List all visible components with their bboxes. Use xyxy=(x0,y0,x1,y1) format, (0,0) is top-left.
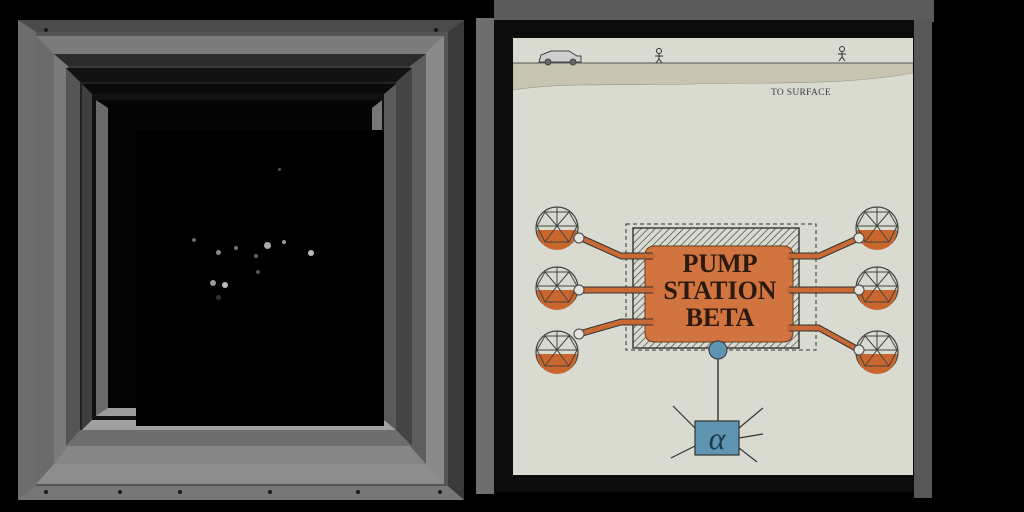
distant-light xyxy=(264,242,271,249)
distant-light xyxy=(210,280,216,286)
alpha-node-rays xyxy=(670,405,764,463)
tank-icon xyxy=(535,266,579,311)
connector-node xyxy=(708,340,728,360)
bolt xyxy=(434,28,438,32)
surface-label: TO SURFACE xyxy=(771,88,831,98)
distant-light xyxy=(278,168,281,171)
ground-layer xyxy=(513,62,913,91)
tank-icon xyxy=(535,206,579,251)
frame-side xyxy=(476,18,494,494)
pump-station-poster[interactable]: TO SURFACE PUMP STATION BETA α xyxy=(513,38,913,475)
tank-icon xyxy=(535,330,579,375)
frame-top xyxy=(494,0,934,22)
poster-diagram xyxy=(513,46,913,463)
alpha-node-symbol[interactable]: α xyxy=(708,419,726,456)
distant-light xyxy=(222,282,228,288)
bolt xyxy=(44,490,48,494)
title-line: STATION xyxy=(663,275,777,305)
person-icon xyxy=(655,48,663,64)
person-icon xyxy=(838,46,846,62)
bolt xyxy=(44,28,48,32)
bolt xyxy=(118,490,122,494)
car-icon xyxy=(538,50,582,66)
bolt xyxy=(356,490,360,494)
tank-icon xyxy=(855,206,899,251)
bolt xyxy=(438,490,442,494)
pipes xyxy=(576,235,862,353)
alpha-node-box xyxy=(694,420,740,456)
frame-side xyxy=(914,18,932,498)
distant-light xyxy=(216,250,221,255)
distant-light xyxy=(192,238,196,242)
distant-light xyxy=(308,250,314,256)
distant-light xyxy=(216,295,221,300)
title-line: PUMP xyxy=(682,248,758,278)
title-line: BETA xyxy=(685,302,755,332)
distant-light xyxy=(282,240,286,244)
bolt xyxy=(268,490,272,494)
metal-tunnel xyxy=(18,20,464,500)
tunnel-darkness xyxy=(136,130,384,426)
distant-light xyxy=(254,254,258,258)
station-title: PUMP STATION BETA xyxy=(652,238,788,342)
distant-light xyxy=(256,270,260,274)
bolt xyxy=(178,490,182,494)
station-core xyxy=(644,245,794,343)
distant-light xyxy=(234,246,238,250)
